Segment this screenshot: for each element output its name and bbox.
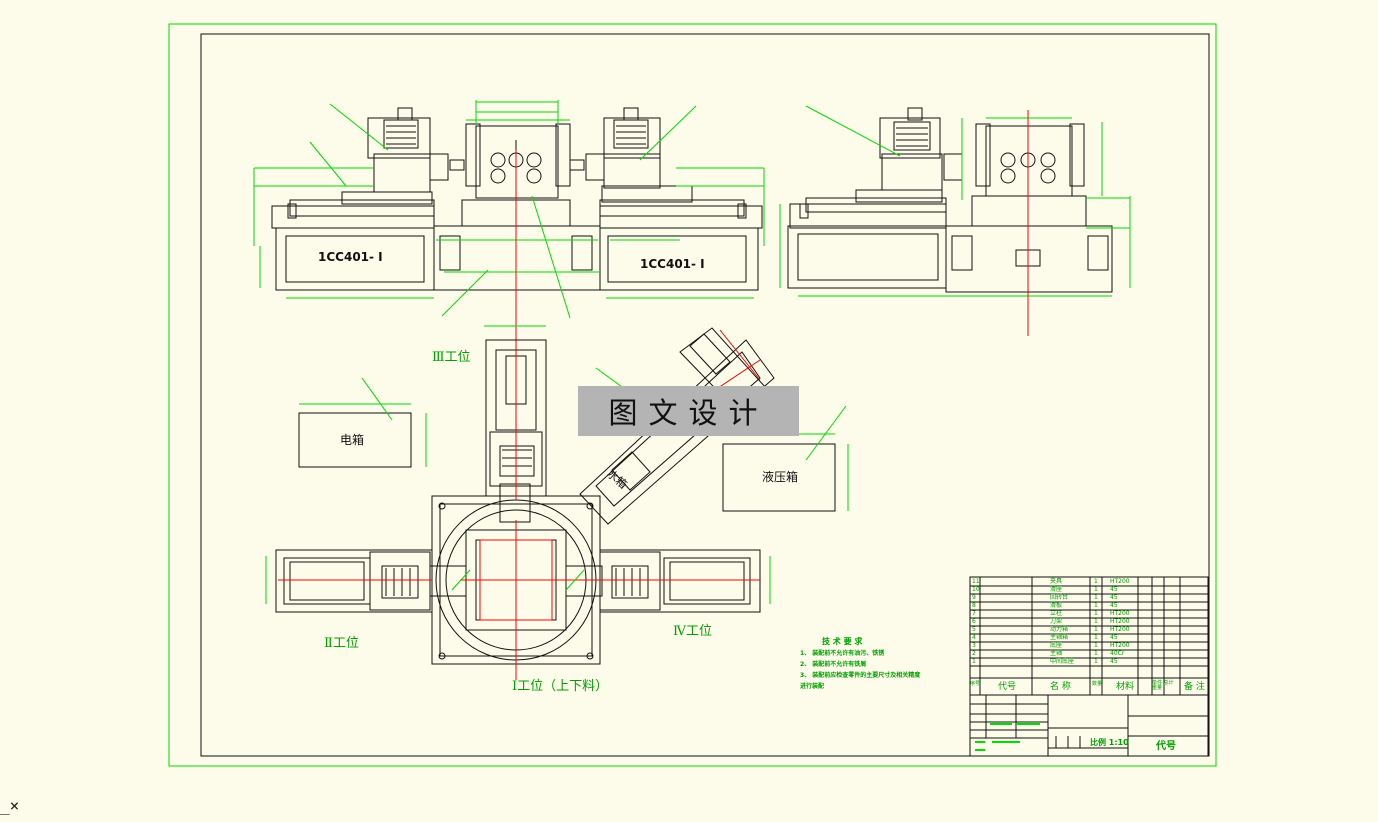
parts-row: 2 主轴 1 40Cr xyxy=(970,650,1208,658)
parts-list-table xyxy=(969,576,1209,757)
station-3-label: Ⅲ工位 xyxy=(432,350,471,365)
front-elevation-view xyxy=(271,107,763,291)
part-no: 9 xyxy=(972,594,976,601)
parts-row: 11 夹具 1 HT200 xyxy=(970,578,1208,586)
part-qty: 1 xyxy=(1094,578,1098,585)
plan-view xyxy=(275,327,836,665)
station-4-label: Ⅳ工位 xyxy=(673,624,712,639)
parts-row: 8 滑板 1 45 xyxy=(970,602,1208,610)
station-2-label: Ⅱ工位 xyxy=(324,636,359,651)
part-name: 滑板 xyxy=(1050,602,1063,609)
part-name: 主轴 xyxy=(1050,650,1063,657)
part-no: 6 xyxy=(972,618,976,625)
parts-row: 6 刀架 1 HT200 xyxy=(970,618,1208,626)
inner-border xyxy=(200,33,1210,757)
parts-row: 3 底座 1 HT200 xyxy=(970,642,1208,650)
part-no: 3 xyxy=(972,642,976,649)
title-block-green-marks xyxy=(975,723,1040,751)
ucs-icon: _× xyxy=(0,796,20,815)
part-name: 动力箱 xyxy=(1050,626,1069,633)
part-material: HT200 xyxy=(1110,642,1130,649)
parts-row: 1 中间底座 1 45 xyxy=(970,658,1208,666)
part-no: 1 xyxy=(972,658,976,665)
header-remark: 备 注 xyxy=(1184,682,1205,692)
notes-title: 技 术 要 求 xyxy=(822,637,863,646)
part-name: 中间底座 xyxy=(1050,658,1075,665)
part-qty: 1 xyxy=(1094,602,1098,609)
part-qty: 1 xyxy=(1094,594,1098,601)
part-no: 11 xyxy=(972,578,980,585)
parts-row: 7 立柱 1 HT200 xyxy=(970,610,1208,618)
part-material: 45 xyxy=(1110,586,1118,593)
machine-label-left: 1CC401- Ⅰ xyxy=(318,250,383,264)
part-no: 5 xyxy=(972,626,976,633)
part-material: HT200 xyxy=(1110,618,1130,625)
part-qty: 1 xyxy=(1094,626,1098,633)
part-material: 45 xyxy=(1110,658,1118,665)
parts-header: 序号 代号 名 称 数量 材料 单件 总计重量 备 注 xyxy=(970,680,1208,694)
station-1-label: Ⅰ工位（上下料） xyxy=(512,679,609,694)
side-elevation-view xyxy=(787,107,1113,293)
part-material: 45 xyxy=(1110,594,1118,601)
technical-notes: 技 术 要 求 1、 装配前不允许有油污、铁锈 2、 装配前不允许有铁屑 3、 … xyxy=(800,638,950,690)
part-qty: 1 xyxy=(1094,610,1098,617)
part-name: 底座 xyxy=(1050,642,1063,649)
part-material: HT200 xyxy=(1110,578,1130,585)
notes-line-2: 2、 装配前不允许有铁屑 xyxy=(800,661,867,668)
parts-row: 10 滑座 1 45 xyxy=(970,586,1208,594)
header-material: 材料 xyxy=(1116,682,1135,692)
notes-line-3: 3、 装配前应检查零件的主要尺寸及相关精度 xyxy=(800,672,921,679)
part-qty: 1 xyxy=(1094,650,1098,657)
part-material: 45 xyxy=(1110,634,1118,641)
part-qty: 1 xyxy=(1094,658,1098,665)
part-qty: 1 xyxy=(1094,634,1098,641)
part-name: 刀架 xyxy=(1050,618,1063,625)
part-material: HT200 xyxy=(1110,626,1130,633)
parts-row: 5 动力箱 1 HT200 xyxy=(970,626,1208,634)
part-no: 2 xyxy=(972,650,976,657)
part-no: 4 xyxy=(972,634,976,641)
header-qty: 数量 xyxy=(1092,681,1103,687)
part-no: 8 xyxy=(972,602,976,609)
side-elevation-dims xyxy=(779,105,1131,297)
header-code: 代号 xyxy=(998,682,1017,692)
part-name: 回转台 xyxy=(1050,594,1069,601)
notes-line-1: 1、 装配前不允许有油污、铁锈 xyxy=(800,650,885,657)
watermark: 图文设计 xyxy=(578,386,799,436)
part-material: 40Cr xyxy=(1110,650,1125,657)
parts-row: 9 回转台 1 45 xyxy=(970,594,1208,602)
part-no: 10 xyxy=(972,586,980,593)
header-name: 名 称 xyxy=(1050,682,1071,692)
drawing-code-label: 代号 xyxy=(1156,741,1176,752)
part-material: HT200 xyxy=(1110,610,1130,617)
part-material: 45 xyxy=(1110,602,1118,609)
part-qty: 1 xyxy=(1094,586,1098,593)
hydraulic-box-label: 液压箱 xyxy=(762,470,799,484)
plan-view-fixture xyxy=(278,329,761,680)
part-qty: 1 xyxy=(1094,642,1098,649)
part-name: 主轴箱 xyxy=(1050,634,1069,641)
notes-line-4: 进行装配 xyxy=(800,683,825,690)
part-qty: 1 xyxy=(1094,618,1098,625)
part-name: 夹具 xyxy=(1050,578,1063,585)
outer-border xyxy=(168,23,1217,767)
part-name: 滑座 xyxy=(1050,586,1063,593)
part-name: 立柱 xyxy=(1050,610,1063,617)
electric-box-label: 电箱 xyxy=(340,433,365,447)
header-no: 序号 xyxy=(970,681,981,687)
machine-label-right: 1CC401- Ⅰ xyxy=(640,257,705,271)
part-no: 7 xyxy=(972,610,976,617)
parts-row: 4 主轴箱 1 45 xyxy=(970,634,1208,642)
front-elevation-dims xyxy=(253,100,765,319)
header-weight: 单件 总计重量 xyxy=(1152,680,1174,691)
scale-label: 比例 1:10 xyxy=(1090,738,1129,747)
